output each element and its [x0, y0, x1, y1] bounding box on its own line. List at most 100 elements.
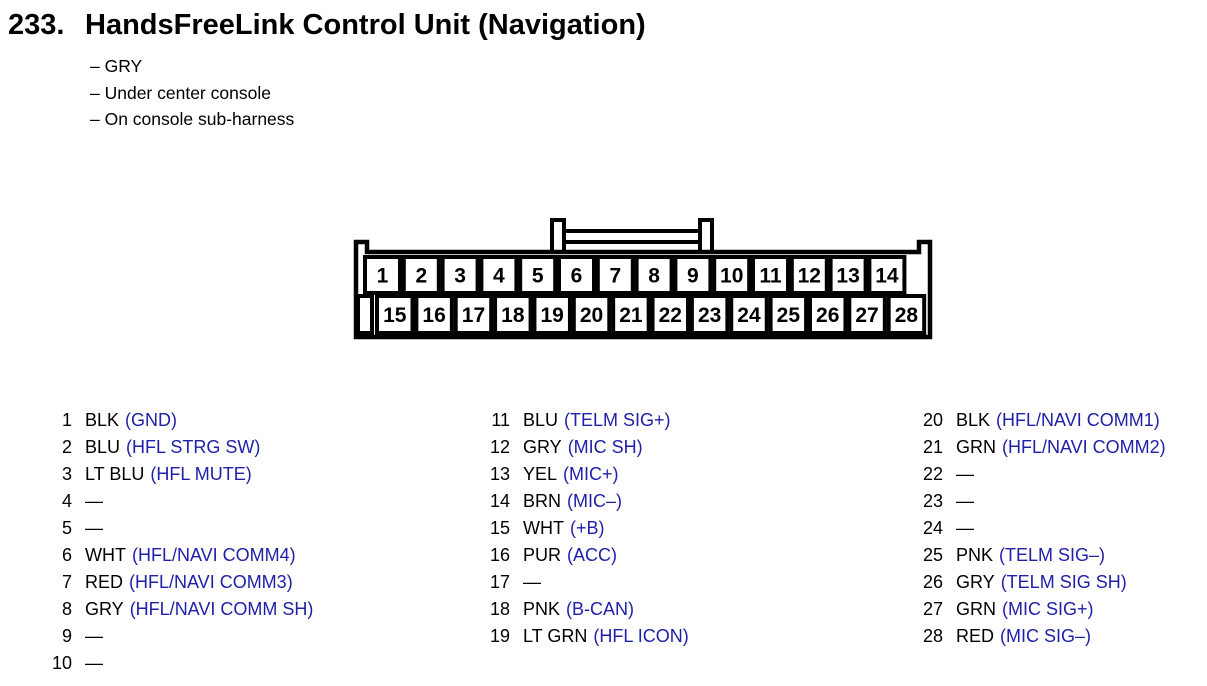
connector-pin-label: 19 — [541, 304, 564, 327]
wire-color: BRN — [523, 491, 562, 511]
note-line: – GRY — [90, 56, 143, 76]
wire-color: — — [85, 491, 103, 511]
connector-pin-label: 1 — [377, 265, 389, 288]
pin-number: 11 — [491, 410, 510, 430]
signal-name: (TELM SIG+) — [564, 410, 671, 430]
signal-name: (HFL/NAVI COMM3) — [129, 572, 293, 592]
connector-cell — [768, 294, 809, 335]
pin-row: 10— — [38, 650, 313, 677]
connector-pin-label: 11 — [759, 265, 782, 288]
connector-notes: – GRY – Under center console – On console … — [90, 53, 294, 133]
pin-row: 22— — [909, 461, 1166, 488]
pin-row: 24 — — [909, 515, 1166, 542]
connector-bridge-bar — [556, 229, 708, 244]
wire-color: GRY — [523, 437, 562, 457]
connector-cell — [375, 294, 415, 335]
connector-pin-label: 3 — [454, 265, 466, 288]
pin-number: 17 — [489, 572, 510, 592]
title-text: HandsFreeLink Control Unit (Navigation) — [85, 9, 646, 41]
connector-pin-label: 10 — [720, 265, 743, 288]
connector-pin-label: 15 — [383, 304, 407, 327]
pin-row: 17 — — [476, 569, 689, 596]
connector-cell — [532, 294, 572, 335]
wire-color: — — [85, 626, 103, 646]
connector-cell — [493, 294, 533, 335]
pin-row: 3 LT BLU(HFL MUTE) — [38, 461, 313, 488]
connector-pin-label: 21 — [619, 304, 643, 327]
connector-pin-label: 8 — [648, 265, 660, 288]
connector-cell — [401, 255, 441, 295]
wire-color: PNK — [523, 599, 561, 619]
pin-number: 16 — [489, 545, 510, 565]
signal-name: (HFL MUTE) — [150, 464, 252, 484]
connector-pin-label: 26 — [816, 304, 839, 327]
wire-color: BLK — [85, 410, 120, 430]
pin-number: 1 — [61, 410, 72, 430]
pin-number: 7 — [61, 572, 72, 592]
connector-pin-label: 12 — [798, 265, 821, 288]
connector-cell — [650, 294, 691, 335]
pin-number: 15 — [489, 518, 510, 538]
signal-name: (B-CAN) — [566, 599, 635, 619]
pin-row: 12 GRY(MIC SH) — [476, 434, 689, 461]
wire-color: GRN — [956, 437, 996, 457]
signal-name: (HFL/NAVI COMM1) — [996, 410, 1160, 430]
connector-cell — [453, 294, 494, 335]
connector-cell — [363, 255, 402, 295]
pin-number: 3 — [61, 464, 72, 484]
signal-name: (ACC) — [567, 545, 618, 565]
wire-color: — — [523, 572, 541, 592]
connector-pin-label: 2 — [415, 265, 427, 288]
connector-blank-cell — [356, 294, 374, 335]
note-line: – On console sub-harness — [90, 109, 295, 130]
connector-cell — [807, 294, 848, 335]
connector-cell — [557, 255, 596, 295]
connector-cell — [414, 294, 454, 335]
signal-name: (HFL/NAVI COMM2) — [1002, 437, 1166, 457]
connector-cell — [689, 294, 730, 335]
signal-name: (TELM SIG–) — [999, 545, 1106, 565]
connector-cell — [828, 255, 868, 295]
note-line: – Under center console — [90, 82, 271, 103]
connector-cell — [611, 294, 651, 335]
pin-number: 18 — [489, 599, 510, 619]
pin-row: 21 GRN (HFL/NAVI COMM2) — [909, 434, 1166, 461]
wire-color: YEL — [523, 464, 558, 484]
connector-cell — [867, 255, 907, 295]
signal-name: (MIC SIG–) — [1000, 626, 1092, 646]
connector-cell — [479, 255, 519, 295]
connector-pin-label: 13 — [836, 265, 859, 288]
connector-cell — [595, 255, 635, 295]
pin-number: 21 — [922, 437, 943, 457]
pin-number: 23 — [922, 491, 943, 511]
pin-number: 19 — [489, 626, 510, 646]
connector-pin-label: 25 — [777, 304, 801, 327]
wire-color: BLU — [523, 410, 559, 430]
pin-number: 22 — [922, 464, 943, 484]
signal-name: (+B) — [569, 518, 605, 538]
connector-pin-label: 7 — [609, 265, 621, 288]
wire-color: — — [956, 518, 974, 538]
connector-cell — [729, 294, 769, 335]
section-number: 233. — [8, 9, 65, 41]
pin-number: 24 — [922, 518, 943, 538]
connector-pin-label: 4 — [493, 265, 505, 288]
signal-name: (GND) — [125, 410, 178, 430]
pin-number: 12 — [489, 437, 510, 457]
pin-number: 25 — [922, 545, 943, 565]
connector-pin-label: 22 — [659, 304, 682, 327]
wire-color: LT BLU — [85, 464, 145, 484]
pin-number: 2 — [61, 437, 72, 457]
signal-name: (MIC SH) — [567, 437, 643, 457]
